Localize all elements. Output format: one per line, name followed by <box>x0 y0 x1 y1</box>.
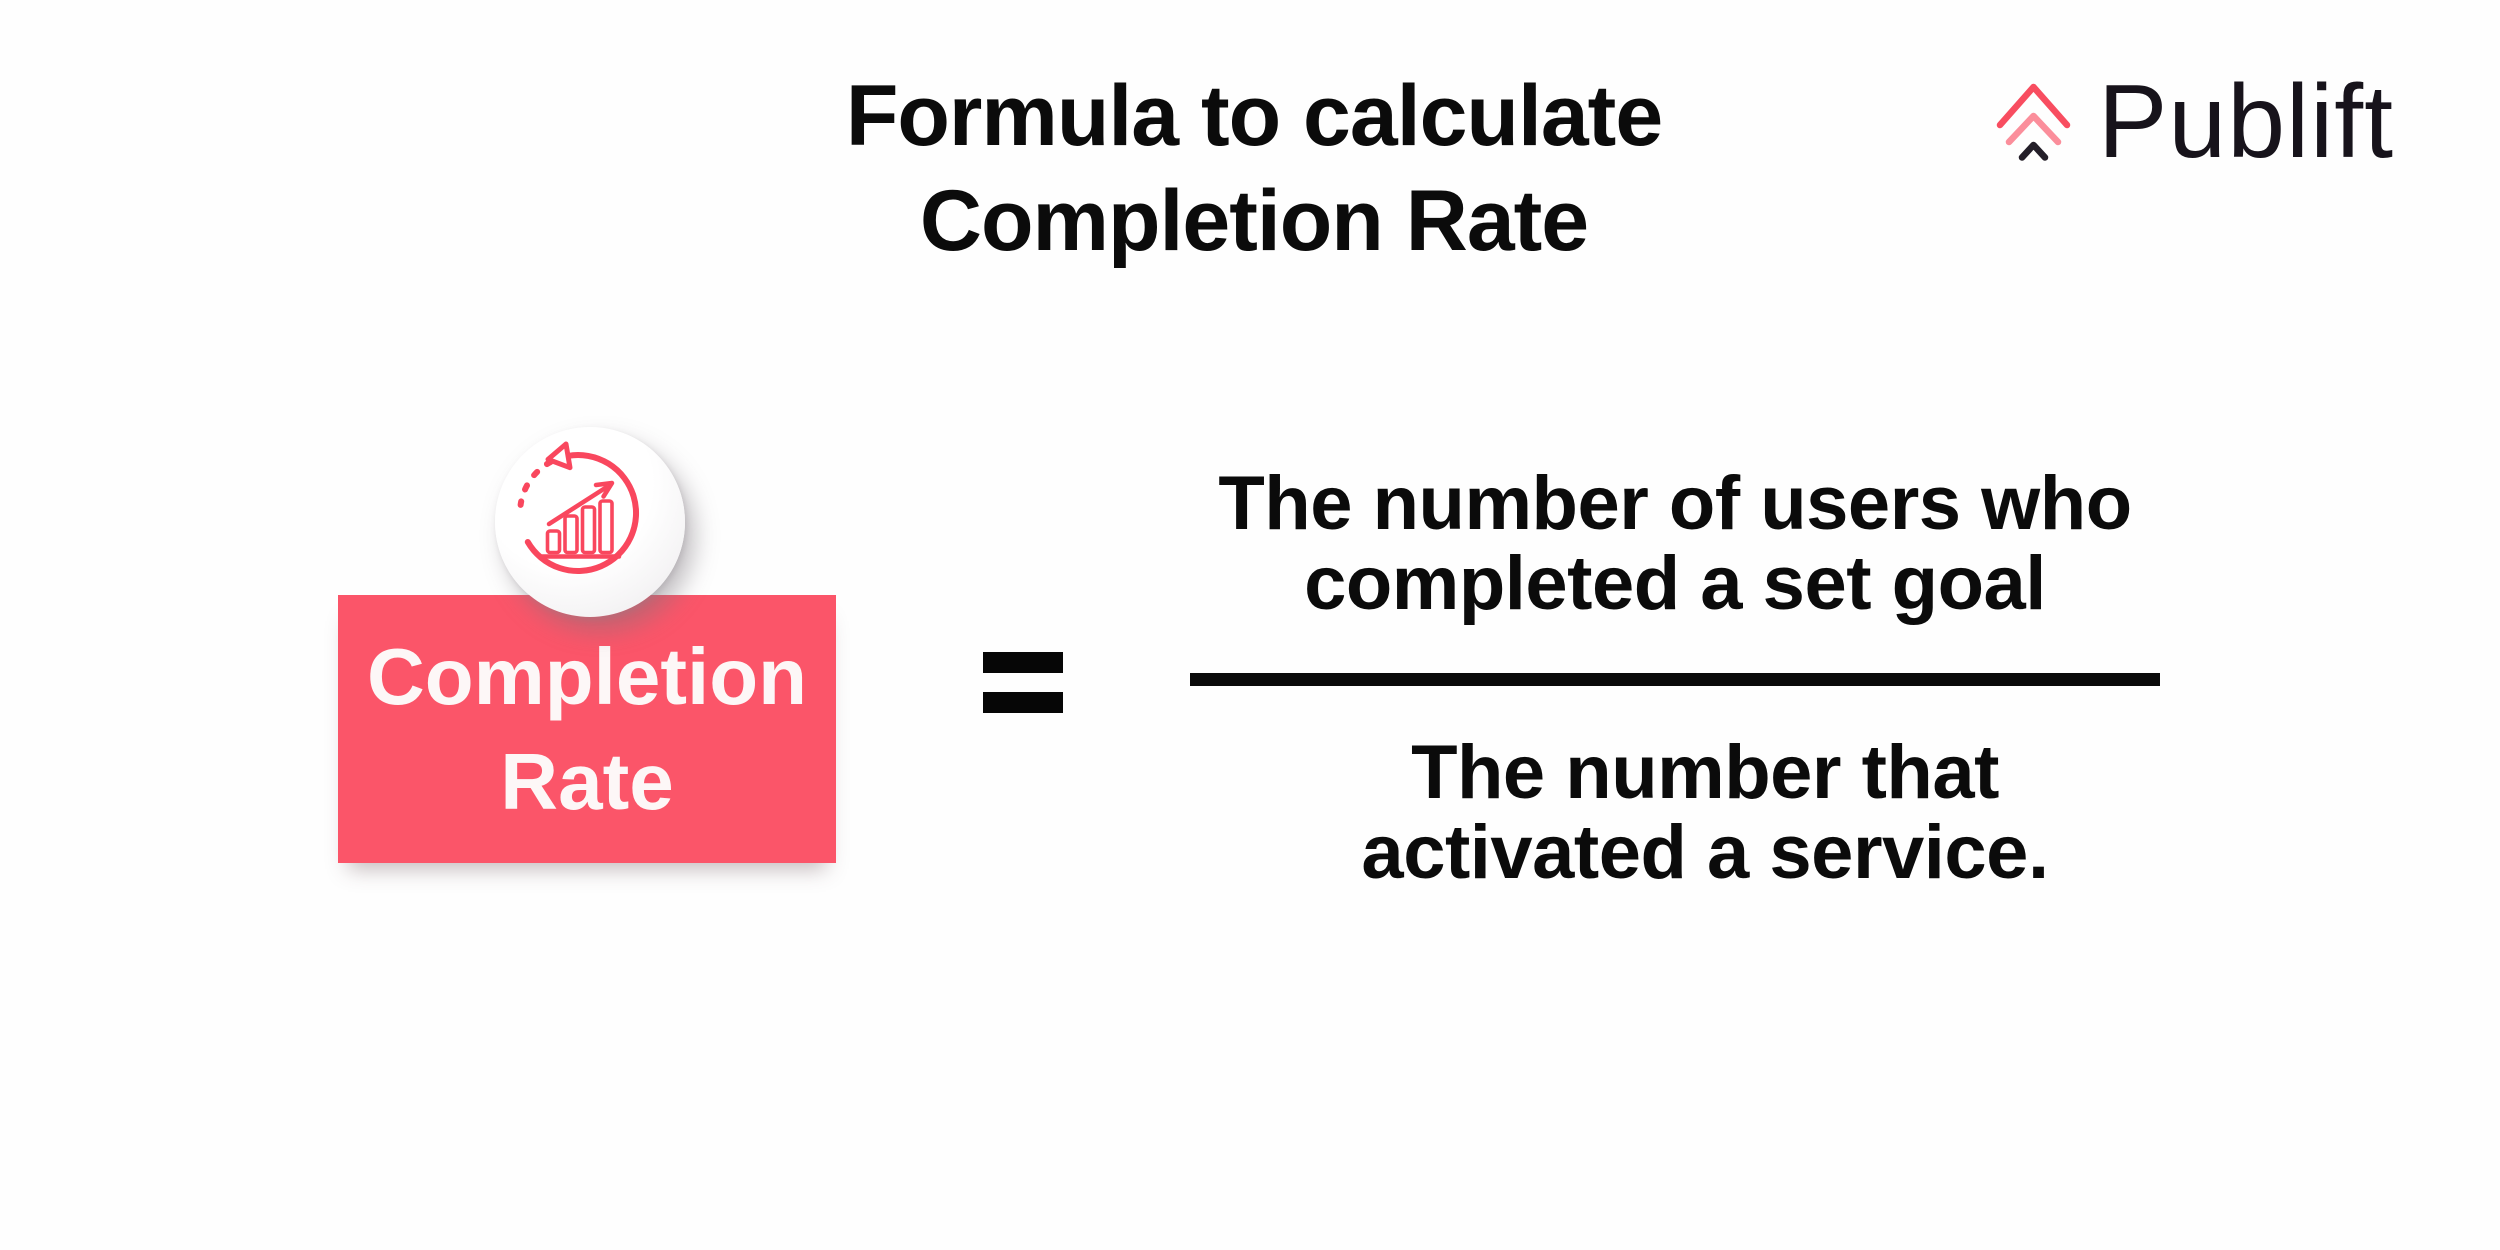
formula-numerator: The number of users who completed a set … <box>1125 464 2225 624</box>
circular-arrow-head <box>545 441 573 471</box>
equals-sign: = <box>983 652 1063 713</box>
metric-label-line1: Completion <box>367 632 807 721</box>
trend-arrow-shaft <box>546 485 609 527</box>
chevron-bottom-icon <box>2018 141 2049 161</box>
publift-chevrons-icon <box>1996 83 2071 161</box>
circular-arrow-dotted-arc <box>517 458 554 508</box>
bar-1 <box>545 529 562 555</box>
bar-4 <box>598 499 614 555</box>
metric-label-line2: Rate <box>500 737 674 826</box>
fraction-bar <box>1190 673 2160 686</box>
chevron-top-icon <box>1996 83 2071 129</box>
trend-arrow-head <box>593 480 615 499</box>
numerator-line2: completed a set goal <box>1304 540 2046 626</box>
publift-logo: Publift <box>1994 64 2394 183</box>
page-title-line1: Formula to calculate <box>845 68 1663 164</box>
circular-arrow-arc <box>524 452 640 574</box>
denominator-line1: The number that <box>1411 730 1999 815</box>
page-title: Formula to calculate Completion Rate <box>654 64 1854 274</box>
denominator-line2: activated a service. <box>1361 809 2049 895</box>
formula-denominator: The number that activated a service. <box>1155 733 2255 893</box>
page-title-line2: Completion Rate <box>919 172 1589 269</box>
equals-bottom-bar <box>983 692 1063 713</box>
chevron-middle-icon <box>2005 112 2062 146</box>
numerator-line1: The number of users who <box>1218 461 2132 546</box>
equals-top-bar <box>983 652 1063 673</box>
bar-3 <box>580 505 597 555</box>
completion-rate-box: Completion Rate <box>338 595 836 863</box>
publift-logo-text: Publift <box>2098 64 2395 180</box>
bar-2 <box>563 514 579 555</box>
metric-icon-badge <box>495 427 685 617</box>
growth-chart-circular-arrow-icon <box>517 441 640 574</box>
